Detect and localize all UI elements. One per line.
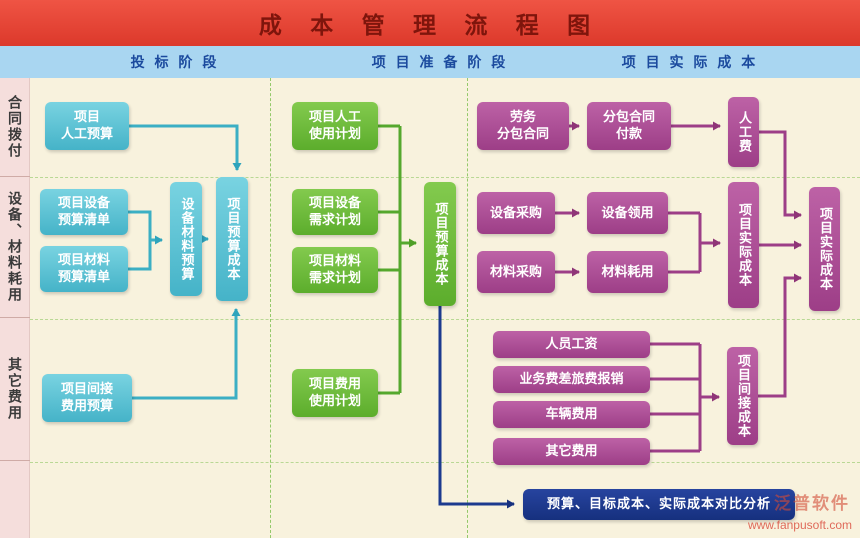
node-expense-use-plan: 项目费用 使用计划	[292, 369, 378, 417]
node-material-budget-list: 项目材料 预算清单	[40, 246, 128, 292]
page-title: 成 本 管 理 流 程 图	[258, 12, 602, 38]
row-label-equipment-material: 设备、材料耗用	[0, 177, 30, 318]
node-equip-budget-list: 项目设备 预算清单	[40, 189, 128, 235]
node-travel-expense: 业务费差旅费报销	[493, 366, 650, 393]
watermark-brand: 泛普软件	[774, 494, 850, 513]
node-equip-material-budget: 设备材料预算	[170, 182, 202, 296]
node-equip-purchase: 设备采购	[477, 192, 555, 234]
node-project-actual-cost-total: 项目实际成本	[809, 187, 840, 311]
phase-header-bar: 投 标 阶 段 项 目 准 备 阶 段 项 目 实 际 成 本	[0, 46, 860, 78]
node-cost-comparison-analysis: 预算、目标成本、实际成本对比分析	[523, 489, 795, 520]
node-vehicle-expense: 车辆费用	[493, 401, 650, 428]
node-equip-demand-plan: 项目设备 需求计划	[292, 189, 378, 235]
node-project-actual-cost-mid: 项目实际成本	[728, 182, 759, 308]
node-material-consumption: 材料耗用	[587, 251, 668, 293]
row-label-sidebar: 合同拨付 设备、材料耗用 其它费用	[0, 78, 30, 538]
node-project-indirect-cost: 项目间接成本	[727, 347, 758, 445]
node-material-demand-plan: 项目材料 需求计划	[292, 247, 378, 293]
node-project-budget-cost-prep: 项目预算成本	[424, 182, 456, 306]
node-material-purchase: 材料采购	[477, 251, 555, 293]
row-divider-dashed-1	[30, 177, 860, 178]
watermark-url: www.fanpusoft.com	[747, 518, 852, 532]
title-banner: 成 本 管 理 流 程 图	[0, 0, 860, 46]
node-labor-fee: 人工费	[728, 97, 759, 167]
node-other-expense: 其它费用	[493, 438, 650, 465]
phase-preparation: 项 目 准 备 阶 段	[371, 54, 509, 70]
row-divider-dashed-3	[30, 462, 860, 463]
node-labor-subcontract: 劳务 分包合同	[477, 102, 569, 150]
row-label-other-expense: 其它费用	[0, 318, 30, 461]
node-indirect-expense-budget: 项目间接 费用预算	[42, 374, 132, 422]
phase-actual-cost: 项 目 实 际 成 本	[621, 54, 759, 70]
row-label-contract-allocation: 合同拨付	[0, 78, 30, 177]
node-project-budget-cost-bid: 项目预算成本	[216, 177, 248, 301]
column-divider-dashed-1	[270, 78, 271, 538]
phase-bidding: 投 标 阶 段	[130, 54, 220, 70]
node-staff-salary: 人员工资	[493, 331, 650, 358]
row-divider-dashed-2	[30, 319, 860, 320]
node-equip-requisition: 设备领用	[587, 192, 668, 234]
column-divider-dashed-2	[467, 78, 468, 538]
node-labor-use-plan: 项目人工 使用计划	[292, 102, 378, 150]
row-label-empty	[0, 461, 30, 537]
node-subcontract-payment: 分包合同 付款	[587, 102, 671, 150]
node-labor-budget: 项目 人工预算	[45, 102, 129, 150]
